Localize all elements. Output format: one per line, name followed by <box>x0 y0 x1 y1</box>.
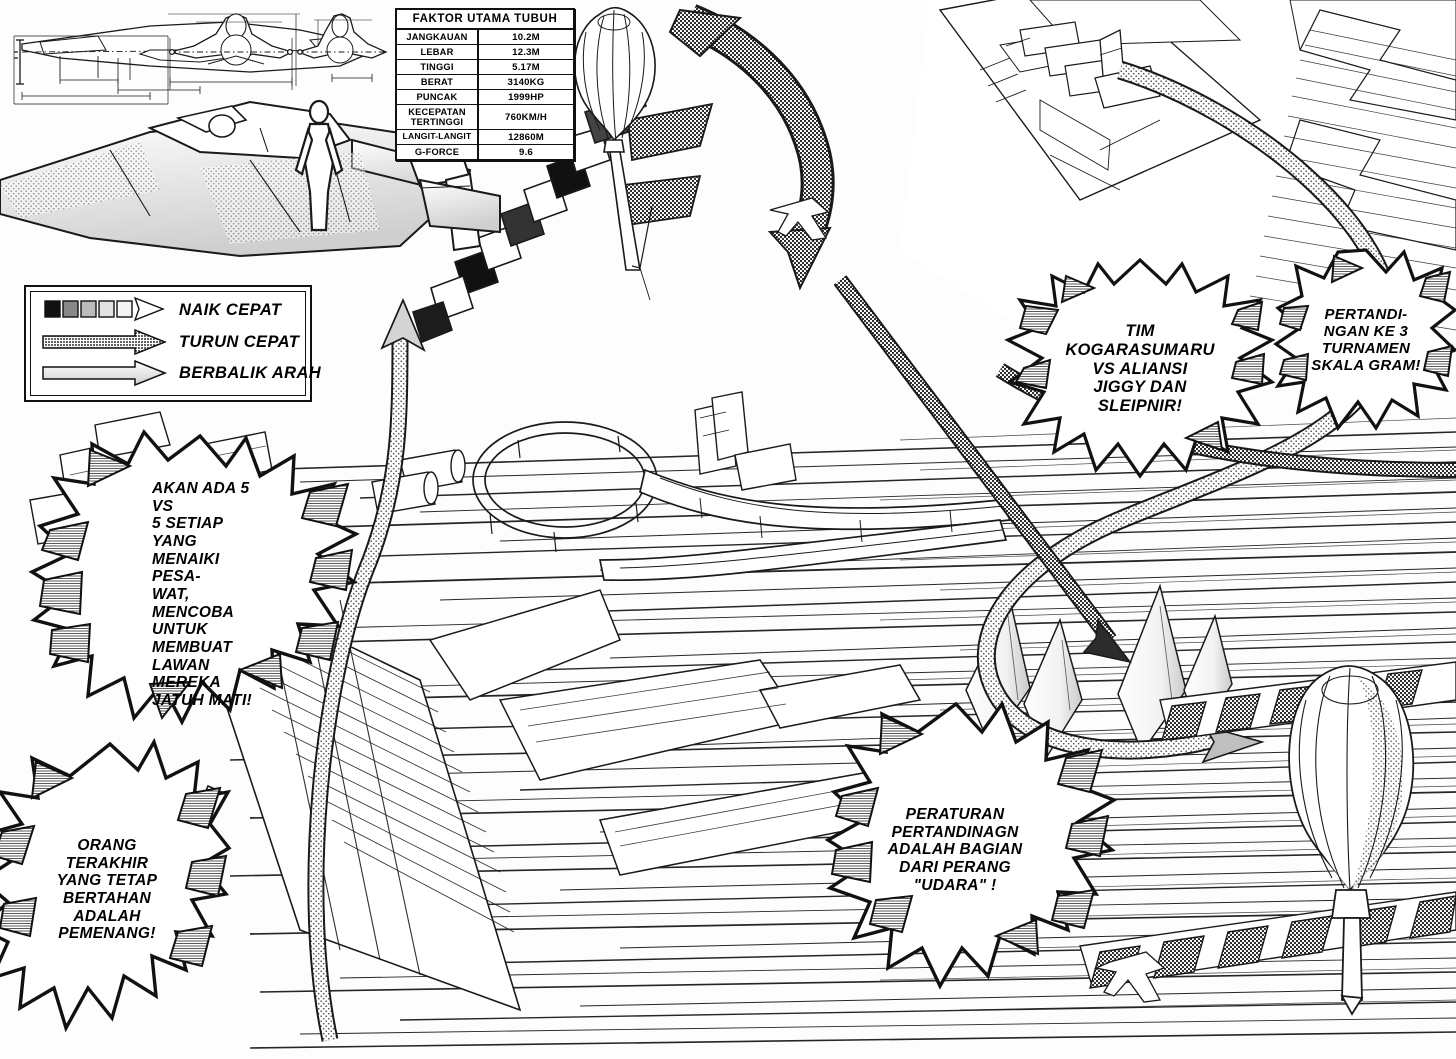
gradient-light-arrow-icon <box>39 359 169 387</box>
bubble-tournament-round: PERTANDI- NGAN KE 3 TURNAMEN SKALA GRAM! <box>1273 248 1456 432</box>
spec-key: JANGKAUAN <box>397 30 479 44</box>
spec-key: LEBAR <box>397 45 479 59</box>
spec-value: 9.6 <box>519 146 533 158</box>
spec-key: G-FORCE <box>397 145 479 159</box>
legend-item-naik-cepat: NAIK CEPAT <box>39 295 299 325</box>
legend-item-berbalik-arah: BERBALIK ARAH <box>39 358 321 388</box>
legend-label: BERBALIK ARAH <box>179 363 322 382</box>
spec-key: TINGGI <box>397 60 479 74</box>
spec-key: BERAT <box>397 75 479 89</box>
spec-table-title: FAKTOR UTAMA TUBUH <box>397 10 573 30</box>
course-legend: NAIK CEPAT TURUN CEPAT <box>24 285 321 402</box>
spec-value: 3140KG <box>507 76 545 88</box>
spec-row: KECEPATAN TERTINGGI 760KM/H <box>397 105 573 130</box>
bubble-match-format: AKAN ADA 5 VS 5 SETIAP YANG MENAIKI PESA… <box>28 428 360 760</box>
spec-value: 5.17M <box>512 61 540 73</box>
spec-row: JANGKAUAN 10.2M <box>397 30 573 45</box>
bubble-win-condition: ORANG TERAKHIR YANG TETAP BERTAHAN ADALA… <box>0 737 232 1040</box>
bubble-rules-note: PERATURAN PERTANDINAGN ADALAH BAGIAN DAR… <box>790 700 1120 1000</box>
spec-value: 760KM/H <box>505 111 547 123</box>
spec-row: BERAT 3140KG <box>397 75 573 90</box>
spec-row: PUNCAK 1999HP <box>397 90 573 105</box>
bubble-tim-matchup: TIM KOGARASUMARU VS ALIANSI JIGGY DAN SL… <box>1004 257 1276 480</box>
halftone-dark-arrow-icon <box>39 328 169 356</box>
bubble-text: PERTANDI- NGAN KE 3 TURNAMEN SKALA GRAM! <box>1311 305 1421 375</box>
legend-item-turun-cepat: TURUN CEPAT <box>39 327 299 357</box>
spec-row: TINGGI 5.17M <box>397 60 573 75</box>
bubble-text: PERATURAN PERTANDINAGN ADALAH BAGIAN DAR… <box>887 805 1023 894</box>
spec-value: 10.2M <box>512 31 540 43</box>
spec-key: LANGIT-LANGIT <box>397 130 479 144</box>
spec-row: LANGIT-LANGIT 12860M <box>397 130 573 145</box>
spec-row: G-FORCE 9.6 <box>397 145 573 159</box>
legend-label: TURUN CEPAT <box>179 332 300 351</box>
checkered-dash-arrow-icon <box>39 296 169 323</box>
bubble-text: AKAN ADA 5 VS 5 SETIAP YANG MENAIKI PESA… <box>152 480 253 710</box>
spec-value: 12.3M <box>512 46 540 58</box>
spec-row: LEBAR 12.3M <box>397 45 573 60</box>
aircraft-spec-table: FAKTOR UTAMA TUBUH JANGKAUAN 10.2M LEBAR… <box>395 8 575 161</box>
spec-value: 1999HP <box>508 91 544 103</box>
bubble-text: TIM KOGARASUMARU VS ALIANSI JIGGY DAN SL… <box>1065 322 1215 416</box>
bubble-text: ORANG TERAKHIR YANG TETAP BERTAHAN ADALA… <box>56 837 158 943</box>
spec-key: KECEPATAN TERTINGGI <box>397 105 479 129</box>
spec-value: 12860M <box>508 131 544 143</box>
spec-key: PUNCAK <box>397 90 479 104</box>
legend-label: NAIK CEPAT <box>179 300 282 319</box>
